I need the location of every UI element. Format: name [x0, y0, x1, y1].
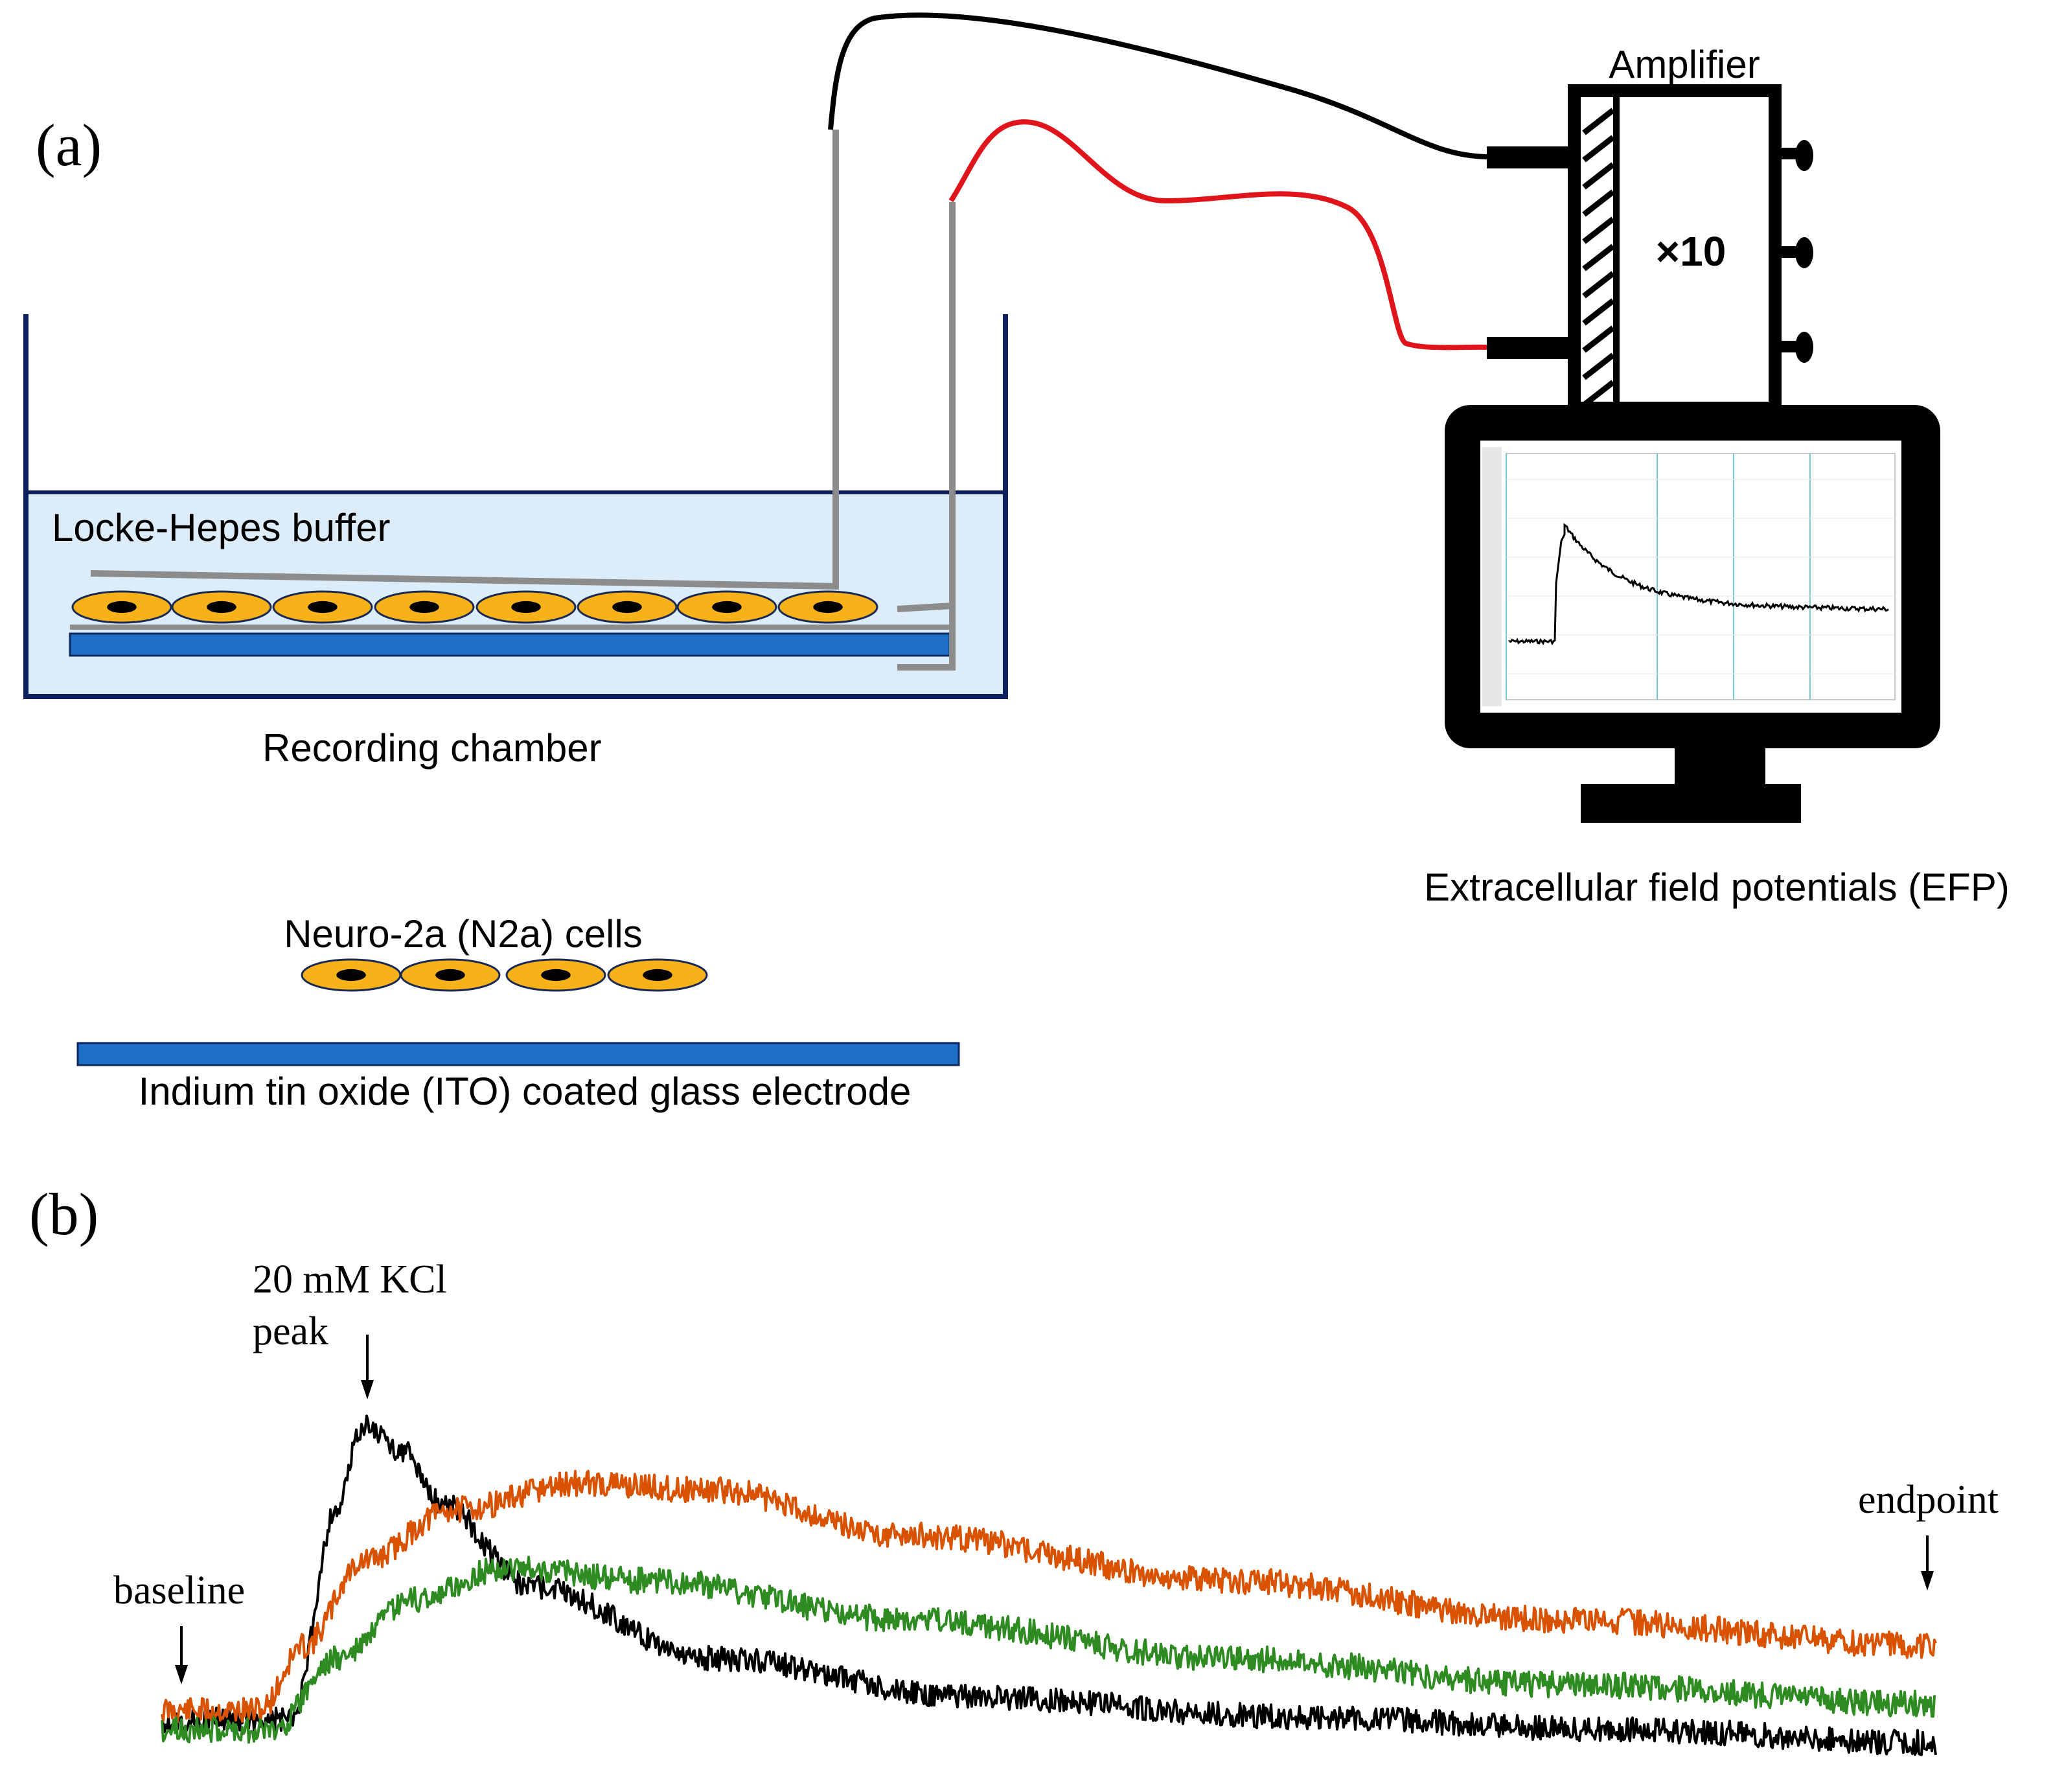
output-knob-2 [1795, 237, 1813, 268]
chamber-cell [777, 590, 878, 624]
amplifier-output-3 [1775, 341, 1801, 352]
efp-traces [161, 1414, 1937, 1756]
electrode-label: Indium tin oxide (ITO) coated glass elec… [139, 1070, 912, 1113]
baseline-annotation: baseline [113, 1568, 245, 1613]
trace-black [161, 1414, 1937, 1756]
recording-probe-tip [897, 602, 956, 671]
panel-a-label: (a) [36, 112, 102, 178]
scope-grid [1506, 454, 1895, 700]
amplifier-hatching [1582, 108, 1615, 408]
loose-cell [301, 958, 402, 992]
endpoint-annotation: endpoint [1858, 1478, 1999, 1522]
output-knob-1 [1795, 140, 1813, 171]
chamber-cell [71, 590, 172, 624]
loose-cell [505, 958, 606, 992]
amplifier-output-1 [1775, 148, 1801, 159]
loose-cells [301, 958, 708, 992]
amplifier-gain: ×10 [1656, 228, 1726, 275]
monitor-neck [1675, 748, 1765, 787]
kcl-annotation-line1: 20 mM KCl [253, 1258, 447, 1302]
monitor [1445, 405, 1940, 823]
black-wire [828, 12, 1487, 159]
chamber-cell [171, 590, 272, 624]
monitor-caption: Extracellular field potentials (EFP) [1424, 866, 2010, 909]
trace-orange [161, 1469, 1937, 1724]
cells-label: Neuro-2a (N2a) cells [284, 912, 643, 956]
loose-cell [400, 958, 501, 992]
panel-b-label: (b) [29, 1181, 98, 1247]
loose-cell [607, 958, 708, 992]
scope-plot-area [1506, 453, 1896, 700]
scope-trace [1508, 523, 1889, 646]
chamber-wall [23, 314, 1008, 699]
ito-electrode [76, 1042, 960, 1066]
amplifier-output-2 [1775, 246, 1801, 258]
amplifier-input-1 [1487, 146, 1577, 168]
chamber-cell [676, 590, 777, 624]
buffer-label: Locke-Hepes buffer [52, 506, 391, 549]
amplifier: Amplifier ×10 [1487, 43, 1813, 415]
monitor-stand [1581, 784, 1801, 823]
chamber-cell [374, 590, 475, 624]
kcl-annotation-line2: peak [253, 1309, 328, 1353]
chamber-cell [476, 590, 577, 624]
endpoint-arrow [1921, 1535, 1934, 1591]
amplifier-input-2 [1487, 337, 1577, 359]
amplifier-title: Amplifier [1609, 43, 1760, 86]
kcl-peak-arrow [361, 1335, 374, 1399]
chamber-label: Recording chamber [262, 726, 602, 770]
scope-left-ruler [1482, 447, 1502, 706]
chamber-cell [272, 590, 373, 624]
reference-probe [90, 130, 839, 590]
chamber-cells [71, 590, 878, 624]
probe-electrodes [90, 130, 956, 671]
ito-electrode-in-chamber [69, 632, 951, 657]
red-wire [948, 119, 1487, 350]
chamber-cell [577, 590, 678, 624]
output-knob-3 [1795, 332, 1813, 363]
trace-green [161, 1556, 1936, 1744]
baseline-arrow [175, 1626, 188, 1684]
